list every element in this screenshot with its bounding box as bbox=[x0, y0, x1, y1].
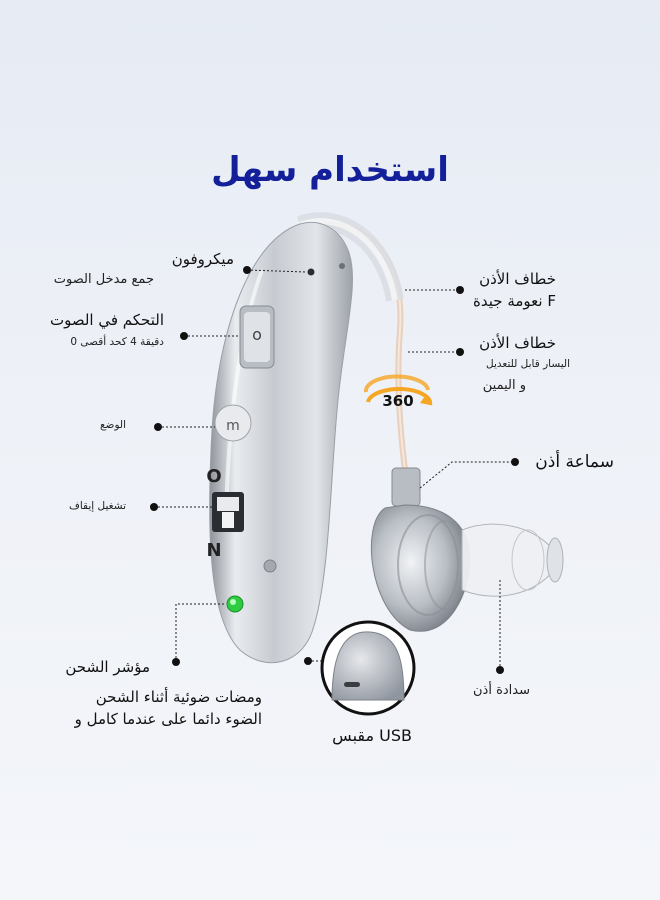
ear-hook-sublabel-1: F نعومة جيدة bbox=[473, 292, 556, 310]
usb-port bbox=[344, 682, 360, 687]
rotate-badge: 360 bbox=[382, 392, 413, 410]
rotate-arrow bbox=[366, 386, 433, 406]
mode-button bbox=[214, 404, 252, 442]
earplug-tip bbox=[461, 523, 561, 597]
ear-hook-sublabel-2: اليسار قابل للتعديل bbox=[486, 358, 570, 370]
volume-sublabel: دقيقة 4 كحد أقصى 0 bbox=[70, 336, 164, 348]
leader-lines bbox=[154, 269, 515, 670]
microphone-label: ميكروفون bbox=[171, 250, 234, 268]
volume-mark: o bbox=[252, 325, 262, 344]
microphone-sublabel: جمع مدخل الصوت bbox=[53, 272, 154, 287]
charge-desc-line2: الضوء دائما على عندما كامل و bbox=[74, 710, 262, 728]
label-bullets bbox=[150, 266, 519, 674]
switch-label-on: N bbox=[206, 540, 221, 561]
volume-label: التحكم في الصوت bbox=[49, 311, 164, 329]
earphone-label: سماعة أذن bbox=[535, 452, 614, 472]
earphone-body bbox=[370, 504, 471, 632]
power-label: تشغيل إيقاف bbox=[68, 500, 126, 512]
charge-desc-line1: ومضات ضوئية أثناء الشحن bbox=[95, 688, 262, 706]
usb-label: USB مقبس bbox=[332, 726, 412, 745]
microphone-hole bbox=[307, 268, 315, 276]
mode-mark: m bbox=[226, 418, 240, 434]
switch-label-off: O bbox=[206, 466, 221, 487]
mode-label: الوضع bbox=[99, 419, 126, 431]
ear-hook-label-2: خطاف الأذن bbox=[479, 334, 556, 352]
ear-hook-label-1: خطاف الأذن bbox=[479, 270, 556, 288]
page-title: استخدام سهل bbox=[211, 150, 449, 190]
charge-label: مؤشر الشحن bbox=[65, 658, 150, 676]
earplug-label: سدادة أذن bbox=[472, 683, 530, 698]
ear-hook-sublabel-2b: و اليمين bbox=[482, 378, 526, 393]
